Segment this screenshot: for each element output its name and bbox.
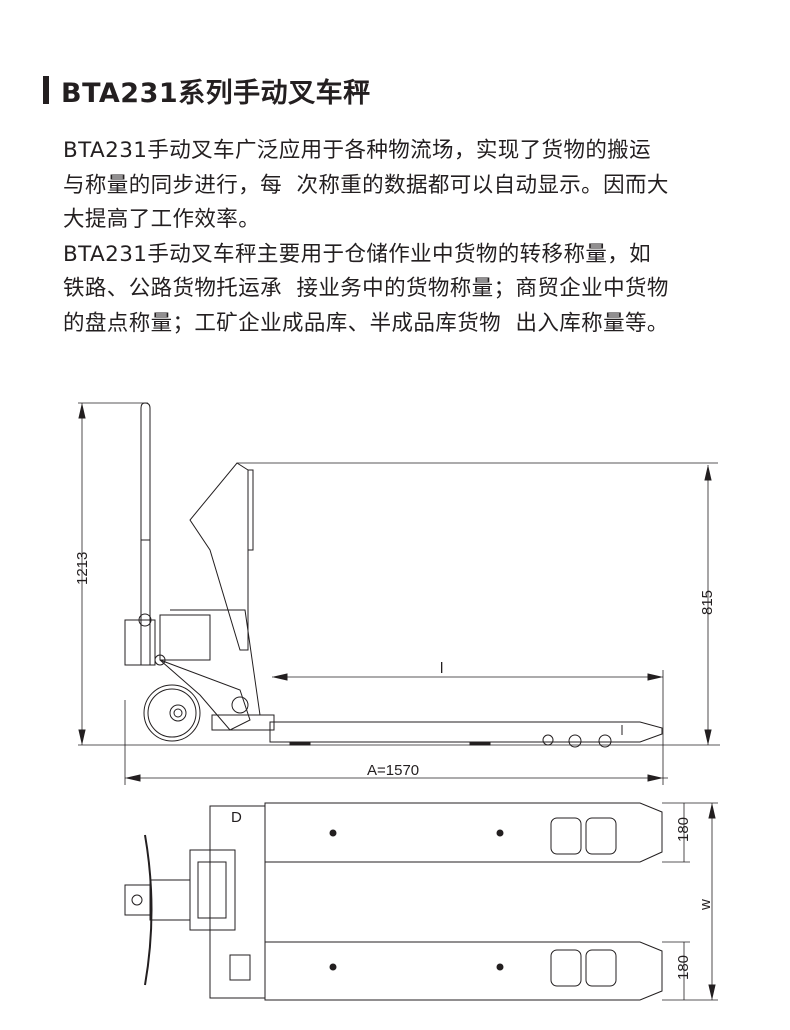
side-view: 1213 815 l A=1570 bbox=[74, 402, 720, 785]
page-title: BTA231系列手动叉车秤 bbox=[61, 77, 371, 109]
dim-overall-width: w bbox=[697, 899, 714, 911]
dim-fork-width-top: 180 bbox=[675, 817, 692, 842]
description: BTA231手动叉车广泛应用于各种物流场，实现了货物的搬运 与称量的同步进行，每… bbox=[63, 134, 743, 341]
description-line: 的盘点称量；工矿企业成品库、半成品库货物 出入库称量等。 bbox=[63, 310, 669, 336]
description-line: 与称量的同步进行，每 次称重的数据都可以自动显示。因而大 bbox=[63, 172, 669, 198]
description-line: 大提高了工作效率。 bbox=[63, 207, 261, 232]
dim-head-height: 815 bbox=[699, 590, 716, 615]
head-mark: D bbox=[231, 809, 242, 826]
description-line: BTA231手动叉车广泛应用于各种物流场，实现了货物的搬运 bbox=[63, 138, 652, 163]
description-line: BTA231手动叉车秤主要用于仓储作业中货物的转移称量，如 bbox=[63, 241, 652, 267]
dim-total-height: 1213 bbox=[74, 552, 91, 585]
dim-fork-width-bottom: 180 bbox=[675, 955, 692, 980]
title-marker bbox=[43, 76, 49, 104]
top-view: D 180 180 w bbox=[124, 802, 718, 1001]
dim-overall-length: A=1570 bbox=[367, 762, 419, 779]
description-line: 铁路、公路货物托运承 接业务中的货物称量；商贸企业中货物 bbox=[63, 276, 669, 301]
dim-fork-length: l bbox=[440, 660, 443, 677]
section-title: BTA231系列手动叉车秤 bbox=[43, 72, 371, 109]
